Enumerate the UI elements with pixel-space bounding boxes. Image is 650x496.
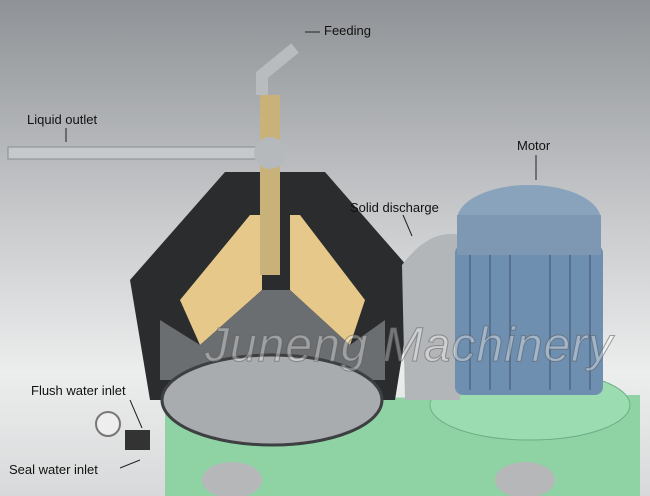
label-flush-water-inlet: Flush water inlet <box>31 383 126 398</box>
feed-pipe <box>260 95 280 275</box>
label-motor: Motor <box>517 138 551 153</box>
outlet-flange <box>254 137 286 169</box>
liquid-outlet-pipe <box>7 146 261 160</box>
label-seal-water-inlet: Seal water inlet <box>9 462 98 477</box>
disc-stack-left <box>180 215 262 345</box>
motor-body <box>455 245 603 395</box>
vent-left <box>202 462 262 496</box>
feed-elbow <box>256 43 299 95</box>
motor-fins <box>469 255 591 390</box>
pressure-gauge <box>95 411 121 437</box>
disc-stack-right <box>290 215 365 345</box>
water-valve <box>125 430 150 450</box>
bowl-inner <box>160 290 385 380</box>
label-feeding: Feeding <box>324 23 371 38</box>
solid-discharge-cover <box>402 233 460 400</box>
label-liquid-outlet: Liquid outlet <box>27 112 98 127</box>
vent-right <box>495 462 555 496</box>
watermark: Juneng Machinery <box>204 319 614 373</box>
label-solid-discharge: Solid discharge <box>350 200 439 215</box>
motor-cap <box>457 215 601 255</box>
bowl-bottom <box>160 353 384 447</box>
